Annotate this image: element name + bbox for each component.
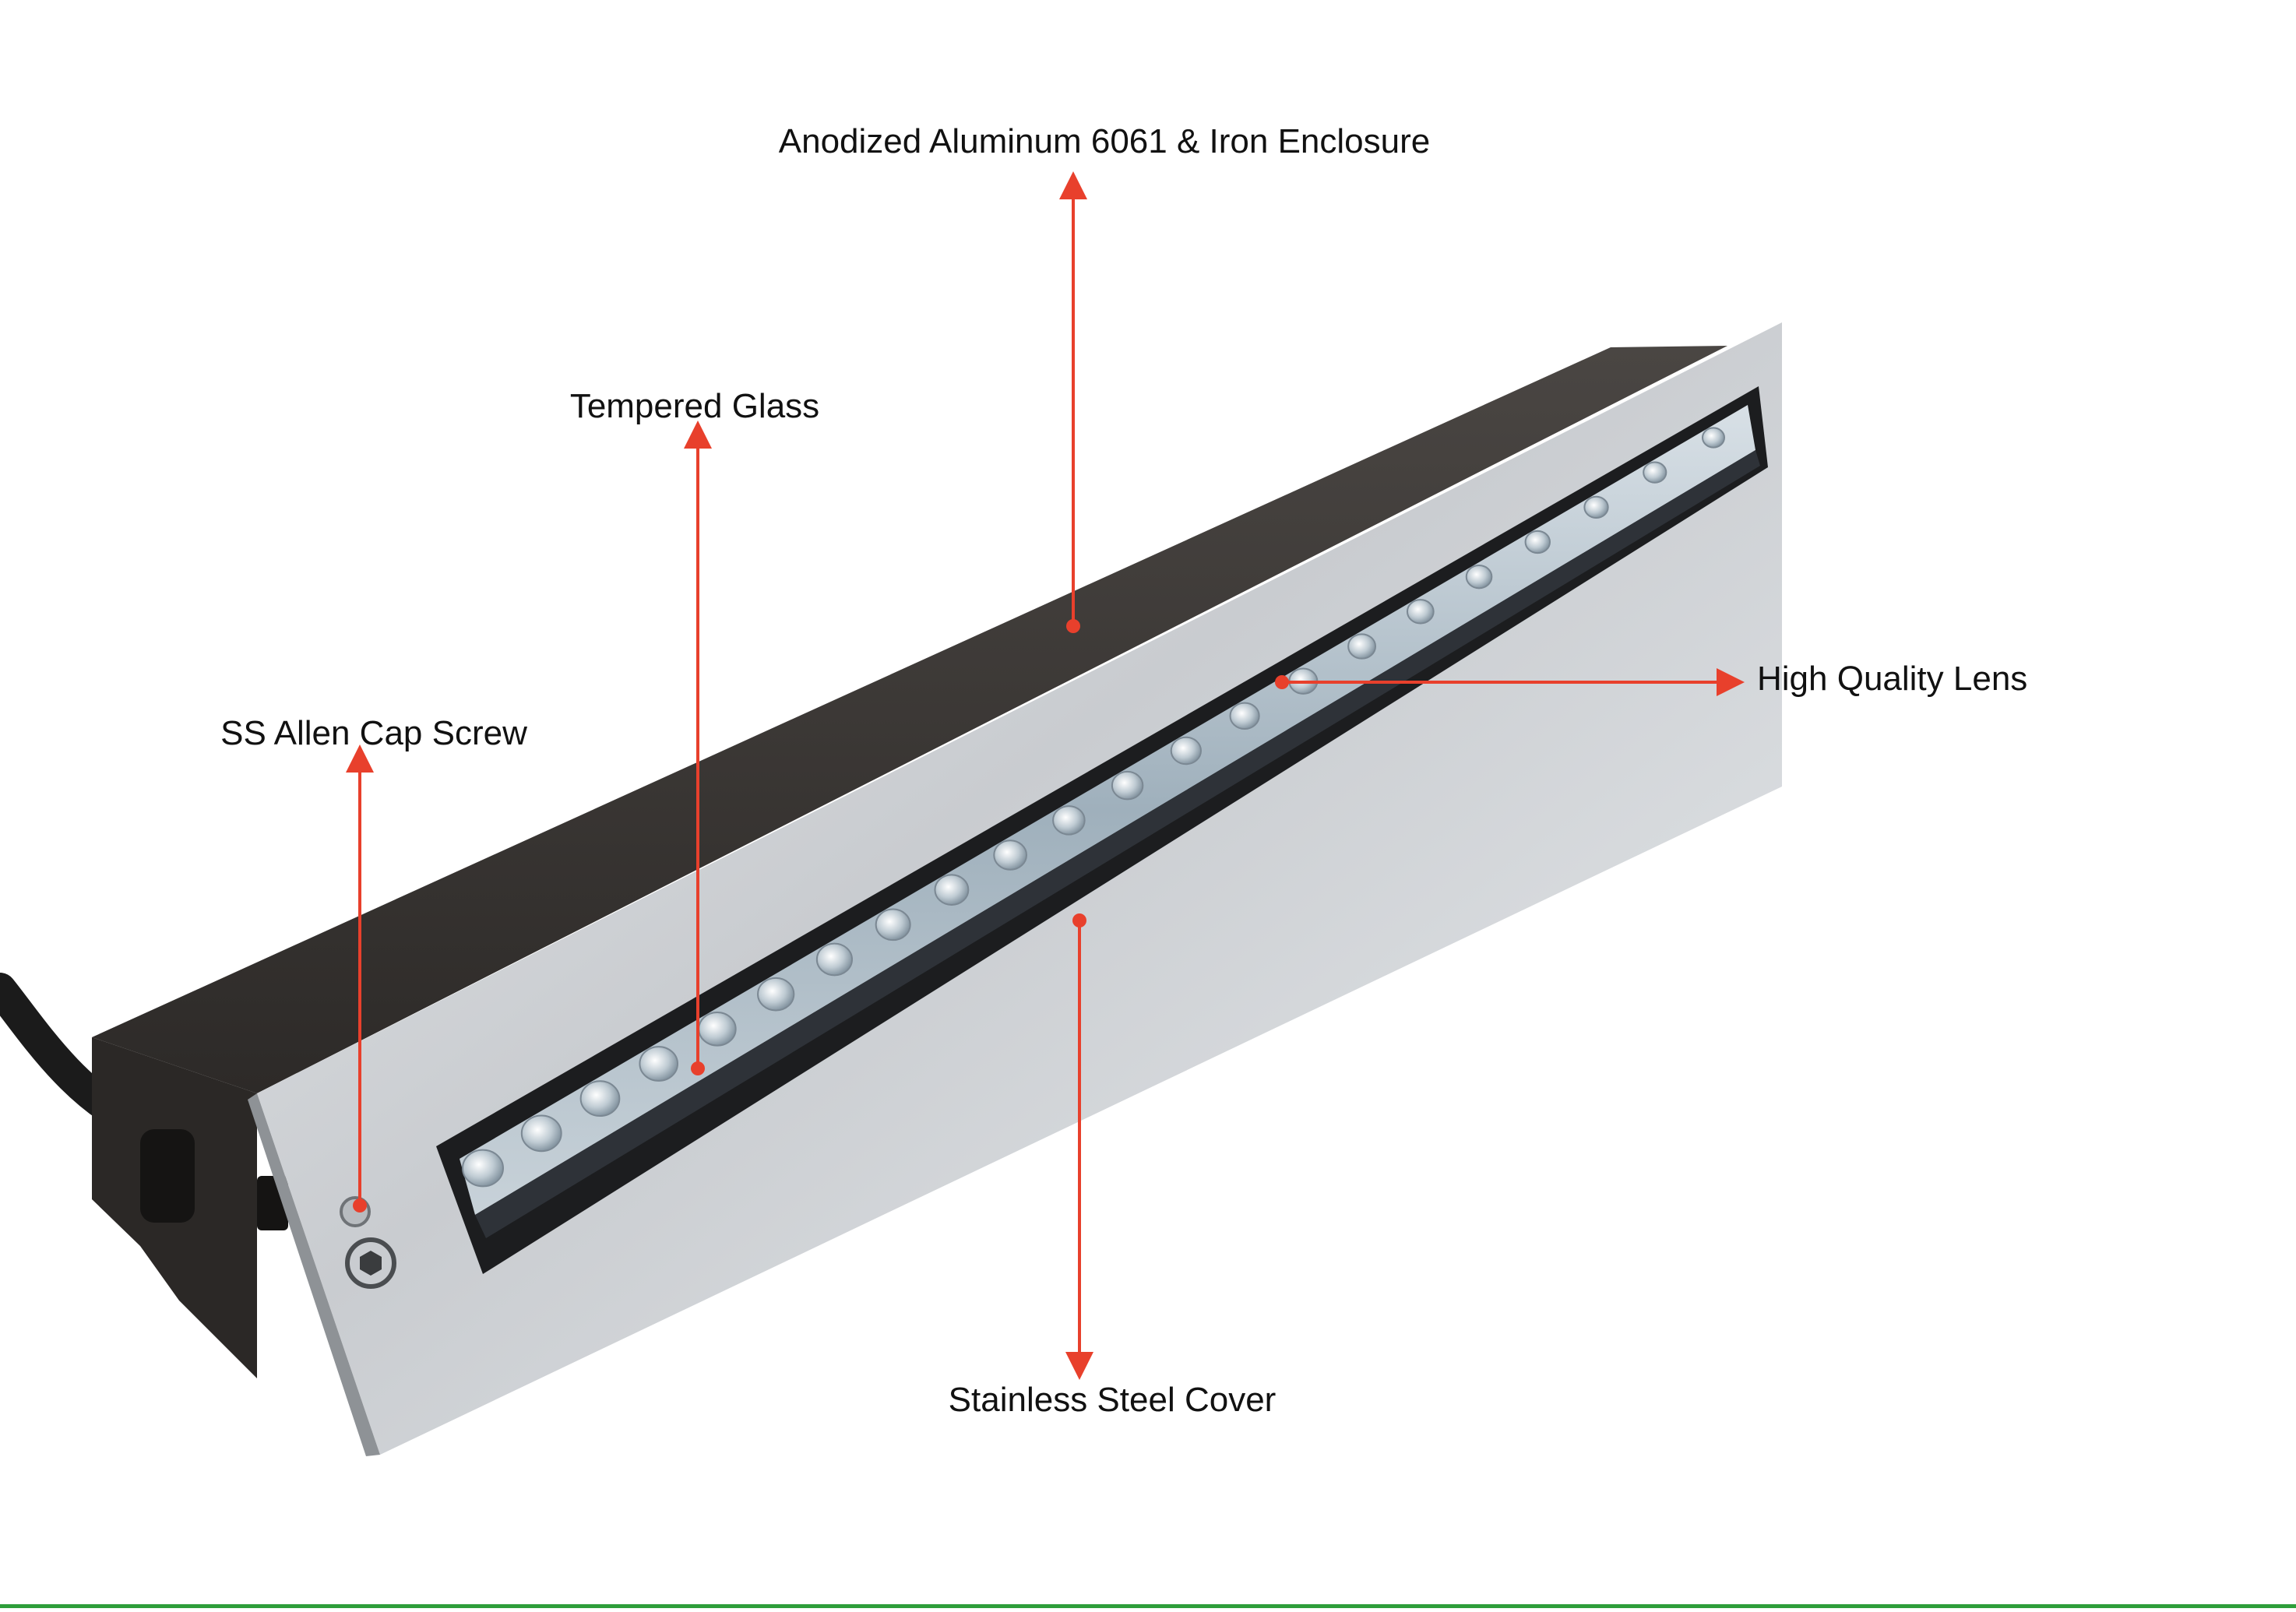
led-lens — [815, 942, 854, 977]
led-lens — [757, 977, 795, 1012]
led-lens — [1111, 770, 1144, 801]
bottom-rule — [0, 1604, 2296, 1608]
led-lens — [520, 1114, 562, 1153]
led-lens — [579, 1080, 621, 1117]
label-allen-screw: SS Allen Cap Screw — [220, 714, 527, 752]
faceplate-bevel — [248, 1093, 380, 1456]
anchor-lens — [1275, 675, 1289, 689]
callout-arrows — [346, 171, 1745, 1380]
label-stainless-cover: Stainless Steel Cover — [949, 1381, 1277, 1419]
led-lens — [1170, 736, 1203, 766]
anchor-cover — [1072, 913, 1086, 927]
glass-dark-lip — [475, 450, 1760, 1238]
label-lens: High Quality Lens — [1757, 660, 2027, 698]
label-enclosure: Anodized Aluminum 6061 & Iron Enclosure — [779, 122, 1431, 160]
led-lens — [639, 1046, 679, 1082]
led-lens — [1524, 530, 1551, 554]
led-lens — [1702, 427, 1725, 449]
anchor-screw — [353, 1198, 367, 1213]
led-lens — [1583, 495, 1609, 519]
housing-end-slot — [140, 1129, 195, 1223]
led-lens — [1229, 702, 1260, 730]
anchor-enclosure — [1066, 619, 1080, 633]
callout-anchor-dots — [353, 619, 1289, 1213]
led-lens — [1465, 565, 1493, 590]
led-lens — [1643, 461, 1667, 484]
label-tempered-glass: Tempered Glass — [570, 387, 819, 425]
led-lens — [1347, 633, 1376, 660]
led-lens — [1406, 599, 1435, 625]
led-lens-row — [462, 427, 1725, 1188]
housing-top — [92, 346, 1727, 1093]
allen-socket-icon — [360, 1251, 382, 1276]
anchor-glass — [691, 1061, 705, 1075]
led-lens — [462, 1149, 504, 1188]
led-lens — [993, 839, 1027, 871]
led-lens — [875, 908, 911, 942]
led-lens — [698, 1011, 737, 1047]
led-lens — [1052, 805, 1086, 836]
led-lens — [934, 874, 970, 906]
